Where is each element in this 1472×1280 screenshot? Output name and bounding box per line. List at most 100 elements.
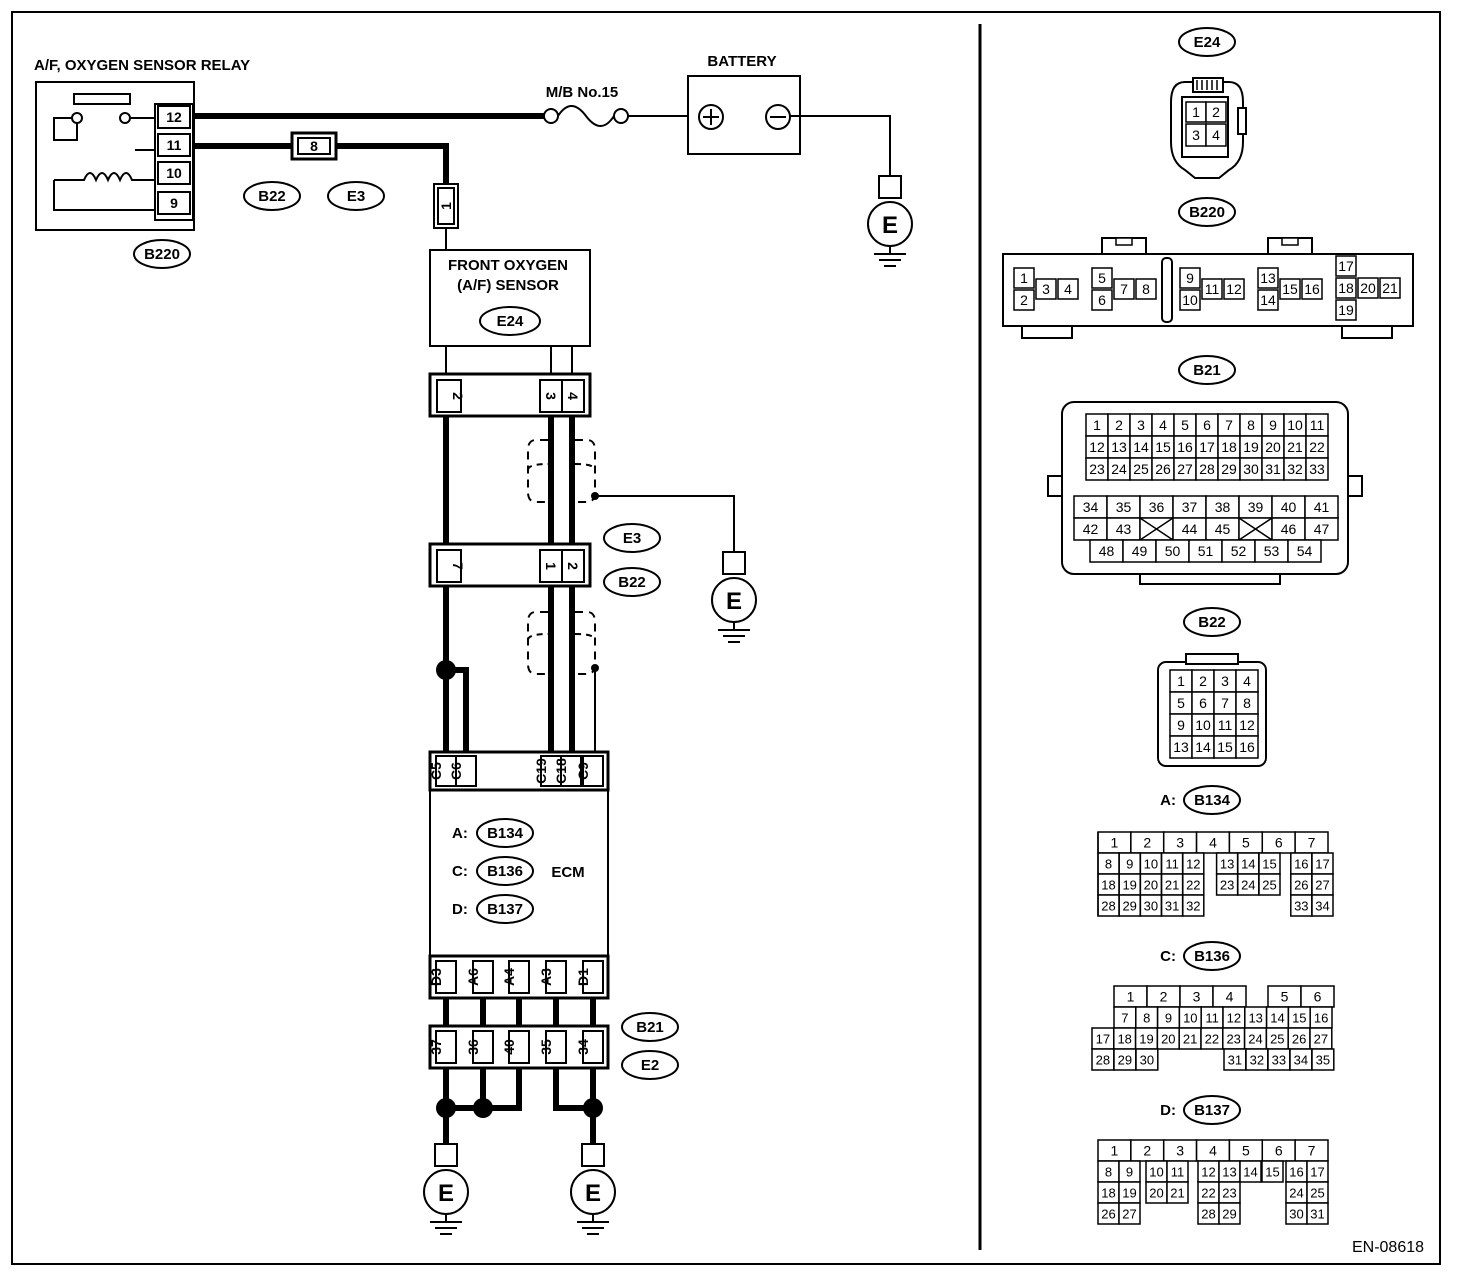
b134-cell: 9 [1126, 857, 1133, 872]
b21-cell: 35 [1116, 499, 1132, 515]
b137-cell: 28 [1201, 1207, 1215, 1222]
b134-cell: 29 [1122, 899, 1136, 914]
b21-cell: 31 [1265, 461, 1281, 477]
b22-cell: 10 [1195, 717, 1211, 733]
b220-cell: 13 [1260, 270, 1276, 286]
b21-cell: 37 [1182, 499, 1198, 515]
b220-cell: 17 [1338, 258, 1354, 274]
b136-cell: 23 [1226, 1032, 1240, 1047]
b21-cell: 36 [1149, 499, 1165, 515]
conn-b22-label: B22 [258, 188, 286, 205]
b21-cell: 8 [1247, 417, 1255, 433]
ground-label: E [438, 1180, 454, 1207]
conn-e3-label: E3 [347, 188, 365, 205]
b220-cell: 3 [1042, 281, 1050, 297]
conn-e2-label: E2 [641, 1057, 659, 1074]
sensor-title-1: FRONT OXYGEN [448, 257, 568, 274]
b21-cell: 38 [1215, 499, 1231, 515]
b134-cell: 19 [1122, 878, 1136, 893]
ground-ecm-1-icon: E [423, 1143, 469, 1235]
b22-cell: 3 [1221, 673, 1229, 689]
ground-shield-icon: E [711, 551, 757, 643]
b21-cell: 40 [1281, 499, 1297, 515]
b220-cell: 15 [1282, 281, 1298, 297]
b136-cell: 3 [1193, 989, 1201, 1005]
view-e24-title: E24 [1194, 34, 1221, 51]
b134-cell: 26 [1294, 878, 1308, 893]
b21-cell: 20 [1265, 439, 1281, 455]
b21-cell: 42 [1083, 521, 1099, 537]
jc1-pin-3: 3 [543, 392, 559, 400]
b136-cell: 32 [1250, 1053, 1264, 1068]
view-b21-title: B21 [1193, 362, 1221, 379]
b21-cell: 32 [1287, 461, 1303, 477]
b21-cell: 28 [1199, 461, 1215, 477]
b134-cell: 4 [1209, 835, 1217, 851]
b134-cell: 34 [1315, 899, 1329, 914]
b136-cell: 12 [1227, 1011, 1241, 1026]
b22-cell: 13 [1173, 739, 1189, 755]
jc1-pin-4: 4 [565, 392, 581, 400]
b136-cell: 7 [1121, 1011, 1128, 1026]
b21-cell: 29 [1221, 461, 1237, 477]
b137-cell: 3 [1176, 1143, 1184, 1159]
b21-cell: 12 [1089, 439, 1105, 455]
ecm-label: ECM [551, 864, 584, 881]
b134-cell: 2 [1143, 835, 1151, 851]
b21-cell: 22 [1309, 439, 1325, 455]
view-b220-title: B220 [1189, 204, 1225, 221]
b134-cell: 14 [1241, 857, 1255, 872]
b137-cell: 25 [1310, 1186, 1324, 1201]
b134-cell: 13 [1220, 857, 1234, 872]
b137-cell: 8 [1105, 1165, 1112, 1180]
b21-pin-34: 34 [575, 1039, 591, 1055]
b137-cell: 4 [1209, 1143, 1217, 1159]
b134-cell: 23 [1220, 878, 1234, 893]
b137-cell: 7 [1308, 1143, 1316, 1159]
b21-pin-36: 36 [465, 1039, 481, 1055]
view-b134-title: B134 [1194, 792, 1231, 809]
b21-cell: 44 [1182, 521, 1198, 537]
b137-cell: 2 [1143, 1143, 1151, 1159]
b136-cell: 22 [1205, 1032, 1219, 1047]
b21-cell: 46 [1281, 521, 1297, 537]
b21-cell: 3 [1137, 417, 1145, 433]
joint-connector-2 [428, 542, 592, 588]
ecm-pin-c9: C9 [575, 762, 591, 780]
b136-cell: 31 [1228, 1053, 1242, 1068]
b136-cell: 18 [1117, 1032, 1131, 1047]
b134-cell: 33 [1294, 899, 1308, 914]
b136-cell: 35 [1316, 1053, 1330, 1068]
b21-cell: 39 [1248, 499, 1264, 515]
b220-cell: 9 [1186, 270, 1194, 286]
b134-cell: 22 [1186, 878, 1200, 893]
b21-cell: 51 [1198, 543, 1214, 559]
b136-cell: 15 [1292, 1011, 1306, 1026]
b136-cell: 10 [1183, 1011, 1197, 1026]
b134-cell: 31 [1165, 899, 1179, 914]
joint-connector-1 [428, 372, 592, 418]
document-id: EN-08618 [1352, 1239, 1424, 1256]
b136-cell: 24 [1248, 1032, 1262, 1047]
ecm-pin-c19: C19 [533, 758, 549, 784]
b220-cell: 1 [1020, 270, 1028, 286]
e24-cell: 2 [1212, 104, 1220, 120]
ecm-pin-d3: D3 [428, 968, 444, 986]
b21-cell: 6 [1203, 417, 1211, 433]
ecm-row-d-prefix: D: [452, 901, 468, 918]
b136-cell: 19 [1139, 1032, 1153, 1047]
b22-cell: 8 [1243, 695, 1251, 711]
b220-cell: 19 [1338, 302, 1354, 318]
front-oxygen-sensor [429, 249, 591, 347]
b21-cell: 54 [1297, 543, 1313, 559]
b137-cell: 22 [1201, 1186, 1215, 1201]
b21-cell: 7 [1225, 417, 1233, 433]
view-b22-title: B22 [1198, 614, 1226, 631]
b136-cell: 8 [1143, 1011, 1150, 1026]
b137-cell: 17 [1310, 1165, 1324, 1180]
b136-cell: 6 [1314, 989, 1322, 1005]
b22-cell: 5 [1177, 695, 1185, 711]
b134-cell: 1 [1111, 835, 1119, 851]
